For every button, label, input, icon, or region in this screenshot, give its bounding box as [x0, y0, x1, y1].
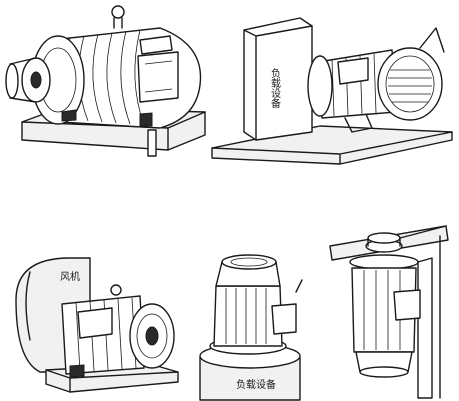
- motor-vertical-mount-icon: 负载设备: [199, 254, 303, 401]
- motor-vertical-pulley-icon: [329, 225, 449, 399]
- motor-foot-mount-icon: [5, 5, 206, 157]
- load-device-label: 负载设备: [269, 67, 281, 109]
- motor-fan-coupled-icon: 风机: [15, 257, 179, 393]
- fan-label: 风机: [60, 270, 80, 283]
- motor-box-coupled-icon: 负载设备: [211, 17, 453, 165]
- load-device-label-bottom: 负载设备: [236, 378, 276, 391]
